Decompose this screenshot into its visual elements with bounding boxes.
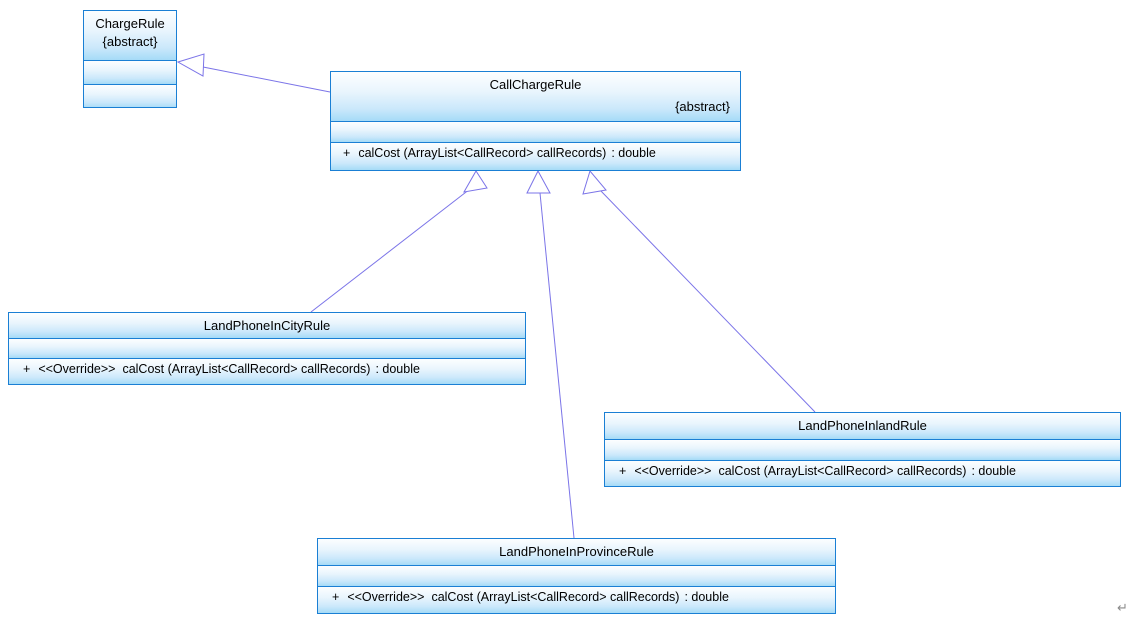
class-title-compartment-landphoneincityrule: LandPhoneInCityRule <box>9 313 525 339</box>
operation-stereotype: <<Override>> <box>347 590 425 604</box>
class-name-callchargerule: CallChargeRule <box>489 77 582 92</box>
class-name-landphoneinprovincerule: LandPhoneInProvinceRule <box>499 544 654 559</box>
operation-calcost-landphoneinprovincerule: + <<Override>> calCost (ArrayList<CallReco… <box>332 590 835 604</box>
class-title-compartment-landphoneinlandrule: LandPhoneInlandRule <box>605 413 1120 440</box>
operation-signature: calCost (ArrayList<CallRecord> callRecor… <box>122 362 371 376</box>
class-box-chargerule[interactable]: ChargeRule {abstract} <box>83 10 177 108</box>
operation-stereotype: <<Override>> <box>38 362 116 376</box>
generalization-landphoneincityrule-to-callchargerule[interactable] <box>310 170 488 313</box>
class-name-landphoneinlandrule: LandPhoneInlandRule <box>798 418 927 433</box>
class-title-compartment-chargerule: ChargeRule {abstract} <box>84 11 176 61</box>
operation-visibility: + <box>332 590 340 604</box>
generalization-callchargerule-to-chargerule[interactable] <box>176 53 331 93</box>
operation-return-type: : double <box>971 464 1016 478</box>
class-attributes-compartment-callchargerule <box>331 122 740 143</box>
operation-calcost-callchargerule: + calCost (ArrayList<CallRecord> callReco… <box>343 146 740 160</box>
operation-visibility: + <box>343 146 351 160</box>
class-title-compartment-callchargerule: CallChargeRule {abstract} <box>331 72 740 122</box>
generalization-landphoneinprovincerule-to-callchargerule[interactable] <box>526 169 575 539</box>
operation-signature: calCost (ArrayList<CallRecord> callRecor… <box>358 146 607 160</box>
operation-signature: calCost (ArrayList<CallRecord> callRecor… <box>431 590 680 604</box>
class-box-landphoneinprovincerule[interactable]: LandPhoneInProvinceRule + <<Override>> cal… <box>317 538 836 614</box>
paragraph-end-mark: ↵ <box>1117 600 1128 615</box>
class-operations-compartment-callchargerule: + calCost (ArrayList<CallRecord> callReco… <box>331 143 740 170</box>
class-box-landphoneinlandrule[interactable]: LandPhoneInlandRule + <<Override>> calCost… <box>604 412 1121 487</box>
class-box-callchargerule[interactable]: CallChargeRule {abstract} + calCost (Arra… <box>330 71 741 171</box>
class-box-landphoneincityrule[interactable]: LandPhoneInCityRule + <<Override>> calCost… <box>8 312 526 385</box>
operation-visibility: + <box>619 464 627 478</box>
class-operations-compartment-landphoneinprovincerule: + <<Override>> calCost (ArrayList<CallReco… <box>318 587 835 613</box>
operation-return-type: : double <box>611 146 656 160</box>
operation-calcost-landphoneincityrule: + <<Override>> calCost (ArrayList<CallReco… <box>23 362 525 376</box>
class-title-compartment-landphoneinprovincerule: LandPhoneInProvinceRule <box>318 539 835 566</box>
class-attributes-compartment-landphoneinlandrule <box>605 440 1120 461</box>
operation-return-type: : double <box>684 590 729 604</box>
class-abstract-marker-chargerule: {abstract} <box>102 33 158 49</box>
operation-stereotype: <<Override>> <box>634 464 712 478</box>
class-attributes-compartment-landphoneinprovincerule <box>318 566 835 587</box>
class-operations-compartment-landphoneincityrule: + <<Override>> calCost (ArrayList<CallReco… <box>9 359 525 384</box>
class-attributes-compartment-chargerule <box>84 61 176 85</box>
class-operations-compartment-chargerule <box>84 85 176 107</box>
operation-calcost-landphoneinlandrule: + <<Override>> calCost (ArrayList<CallReco… <box>619 464 1120 478</box>
operation-visibility: + <box>23 362 31 376</box>
class-attributes-compartment-landphoneincityrule <box>9 339 525 359</box>
operation-return-type: : double <box>375 362 420 376</box>
class-name-chargerule: ChargeRule <box>95 16 165 31</box>
operation-signature: calCost (ArrayList<CallRecord> callRecor… <box>718 464 967 478</box>
class-name-landphoneincityrule: LandPhoneInCityRule <box>203 318 331 333</box>
class-abstract-marker-callchargerule: {abstract} <box>675 98 730 114</box>
class-operations-compartment-landphoneinlandrule: + <<Override>> calCost (ArrayList<CallReco… <box>605 461 1120 486</box>
generalization-landphoneinlandrule-to-callchargerule[interactable] <box>582 169 816 413</box>
